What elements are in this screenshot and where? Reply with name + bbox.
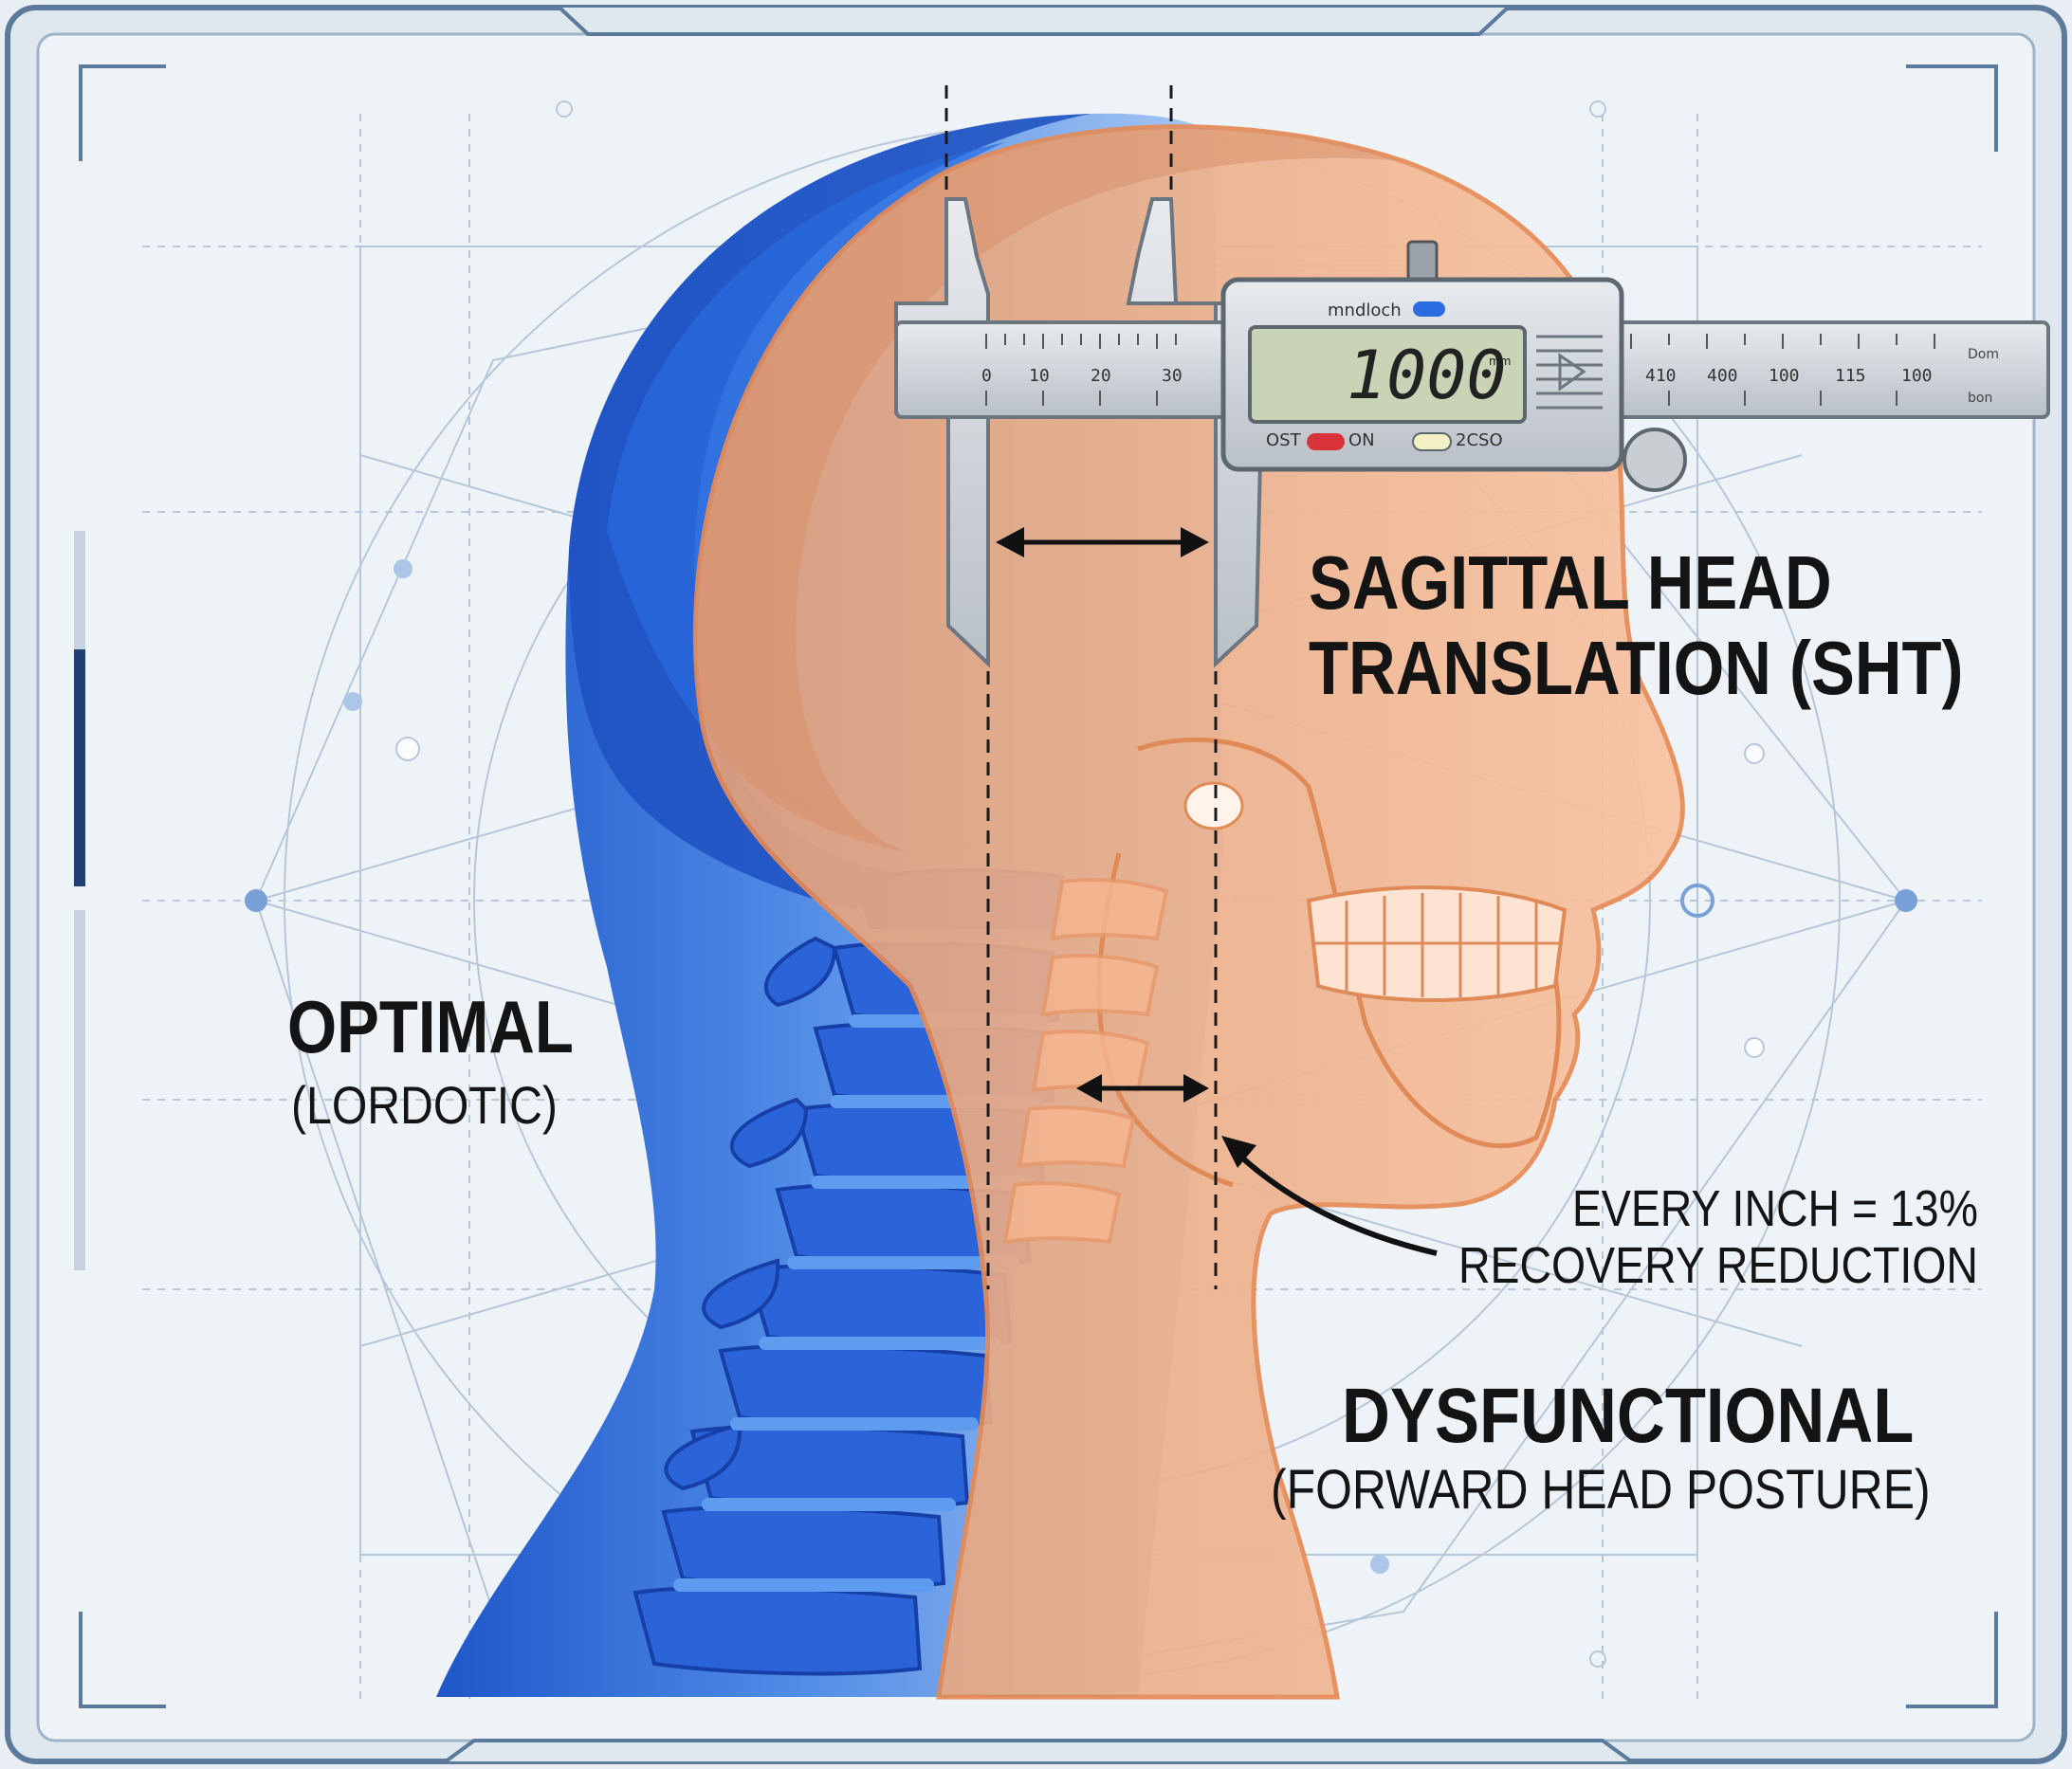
scale-label-right-0: 410 [1645, 366, 1677, 386]
optimal-sublabel: (LORDOTIC) [291, 1076, 558, 1136]
caliper-button-red[interactable] [1307, 433, 1345, 450]
recovery-stat-callout: EVERY INCH = 13% RECOVERY REDUCTION [1458, 1180, 1978, 1295]
optimal-label: OPTIMAL [287, 986, 574, 1068]
scale-label-right-4: 100 [1901, 366, 1933, 386]
sht-title-line-1: SAGITTAL HEAD [1309, 540, 1963, 626]
scale-label-left-2: 20 [1091, 366, 1111, 386]
scale-label-right-2: 100 [1769, 366, 1800, 386]
caliper-brand: mndloch [1328, 301, 1402, 320]
scale-label-left-0: 0 [981, 366, 992, 386]
caliper-brand-badge [1413, 301, 1445, 317]
dysfunctional-sublabel: (FORWARD HEAD POSTURE) [1271, 1460, 1931, 1522]
dysfunctional-label: DYSFUNCTIONAL [1342, 1373, 1914, 1460]
caliper-button-left-label: OST [1266, 430, 1302, 450]
sht-title-line-2: TRANSLATION (SHT) [1309, 626, 1963, 711]
caliper-reading: 1000 [1347, 337, 1507, 414]
caliper-button-yellow[interactable] [1413, 433, 1451, 450]
recovery-stat-line-1: EVERY INCH = 13% [1458, 1180, 1978, 1237]
caliper-unit: mm [1489, 355, 1511, 368]
scale-end-bottom: bon [1968, 391, 1992, 406]
caliper-button-on-label: ON [1348, 430, 1375, 450]
scale-label-left-3: 30 [1162, 366, 1183, 386]
caliper-thumb-wheel [1408, 242, 1437, 280]
scale-label-left-1: 10 [1029, 366, 1050, 386]
recovery-stat-line-2: RECOVERY REDUCTION [1458, 1237, 1978, 1294]
scale-label-right-1: 400 [1707, 366, 1738, 386]
scale-label-right-3: 115 [1835, 366, 1866, 386]
sht-title: SAGITTAL HEAD TRANSLATION (SHT) [1309, 540, 1963, 710]
caliper-button-right-label: 2CSO [1456, 430, 1503, 450]
scale-end-top: Dom [1968, 347, 1999, 362]
